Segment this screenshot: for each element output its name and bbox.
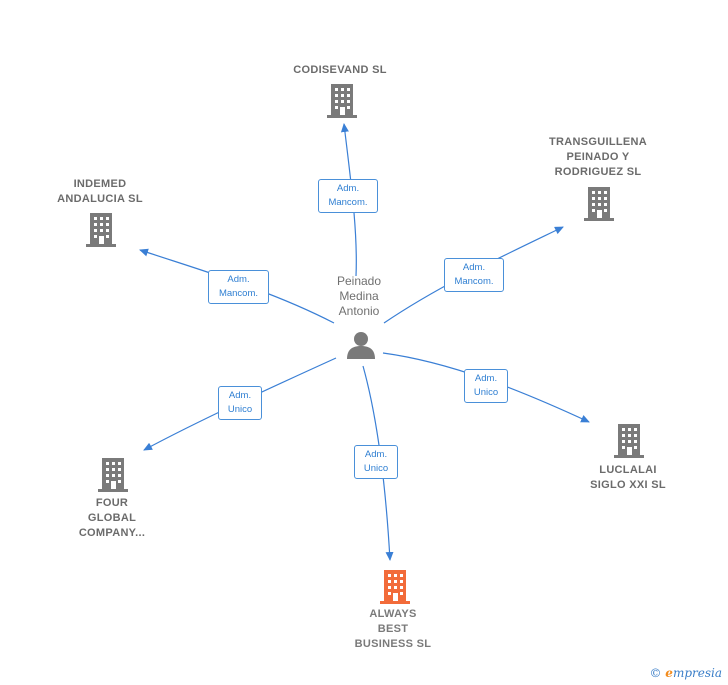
copyright-symbol: © [649, 666, 662, 680]
building-icon[interactable] [86, 213, 118, 247]
relation-label-transguillena: Adm. Mancom. [444, 258, 504, 292]
company-name-always-best[interactable]: ALWAYS BEST BUSINESS SL [354, 608, 432, 650]
relation-label-luclalai: Adm. Unico [464, 369, 508, 403]
person-name[interactable]: Peinado Medina Antonio [336, 274, 382, 318]
relation-label-always-best: Adm. Unico [354, 445, 398, 479]
relation-label-indemed: Adm. Mancom. [208, 270, 269, 304]
relation-label-codisevand: Adm. Mancom. [318, 179, 378, 213]
relation-label-four-global: Adm. Unico [218, 386, 262, 420]
company-name-luclalai[interactable]: LUCLALAI SIGLO XXI SL [590, 464, 666, 491]
brand-name: mpresia [672, 666, 722, 680]
building-icon[interactable] [584, 187, 616, 221]
building-icon[interactable] [327, 84, 359, 118]
brand-watermark: © empresia [649, 666, 722, 680]
building-icon[interactable] [98, 458, 130, 492]
company-name-indemed[interactable]: INDEMED ANDALUCIA SL [57, 178, 143, 205]
building-icon[interactable] [380, 570, 412, 604]
building-icon[interactable] [614, 424, 646, 458]
person-icon[interactable] [346, 330, 376, 360]
company-name-transguillena[interactable]: TRANSGUILLENA PEINADO Y RODRIGUEZ SL [548, 136, 647, 178]
brand-logo-e: e [665, 666, 673, 680]
company-name-codisevand[interactable]: CODISEVAND SL [293, 64, 387, 76]
company-name-four-global[interactable]: FOUR GLOBAL COMPANY... [78, 497, 146, 539]
